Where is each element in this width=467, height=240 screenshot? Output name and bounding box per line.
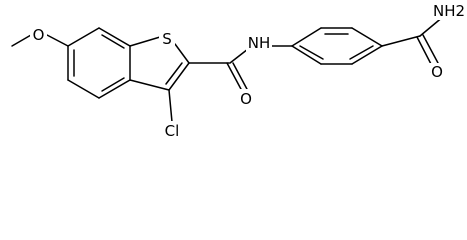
bond-layer bbox=[11, 15, 445, 123]
bond-oxygen-ring bbox=[46, 34, 69, 47]
atom-label-chlorine: Cl bbox=[165, 122, 180, 140]
atom-label-amide-nitrogen: NH bbox=[248, 34, 271, 52]
atom-label-terminal-amide-nitrogen: NH2 bbox=[433, 2, 465, 20]
atom-label-layer: O S NH O Cl NH2 O bbox=[30, 2, 466, 140]
atom-label-amide-oxygen: O bbox=[240, 90, 252, 108]
bond-carbonyl-o-b bbox=[232, 62, 249, 92]
bond-c7-c6 bbox=[67, 27, 100, 47]
bond-c7a-c7 bbox=[98, 27, 131, 47]
chemical-structure-diagram: O S NH O Cl NH2 O bbox=[11, 2, 466, 140]
bond-s-c2 bbox=[174, 43, 190, 64]
bond-aryl-carbonyl2 bbox=[381, 35, 421, 47]
bond-carbonyl-o-a bbox=[226, 62, 243, 92]
bond-c4-c3a-inner bbox=[101, 77, 125, 92]
bond-c3-cl bbox=[168, 89, 173, 123]
nh2-label-text: NH2 bbox=[433, 2, 465, 20]
bond-c2-c3-inner bbox=[165, 62, 183, 85]
atom-label-methoxy-oxygen: O bbox=[33, 26, 45, 44]
atom-label-thiophene-sulfur: S bbox=[162, 30, 172, 48]
bond-p4-p5-inner bbox=[349, 45, 374, 60]
bond-p6-p1 bbox=[291, 45, 322, 65]
bond-c4-c3a bbox=[98, 79, 131, 99]
bond-carbonyl-nh bbox=[229, 48, 249, 64]
bond-c7a-c7-inner bbox=[101, 34, 125, 49]
atom-label-terminal-amide-oxygen: O bbox=[431, 63, 443, 81]
bond-carbonyl2-o-a bbox=[416, 36, 433, 67]
bond-c7a-s bbox=[129, 36, 161, 47]
bond-c5-c4 bbox=[67, 79, 100, 99]
bond-c2-c3 bbox=[168, 62, 190, 91]
bond-p3-p4 bbox=[351, 27, 383, 47]
bond-methyl-oxygen bbox=[11, 34, 32, 47]
bond-p6-p1-inner bbox=[299, 45, 324, 60]
bond-carbonyl2-o-b bbox=[422, 34, 439, 64]
bond-c3-c3a bbox=[129, 79, 170, 91]
bond-p4-p5 bbox=[351, 45, 383, 65]
bond-p1-p2 bbox=[291, 27, 322, 47]
